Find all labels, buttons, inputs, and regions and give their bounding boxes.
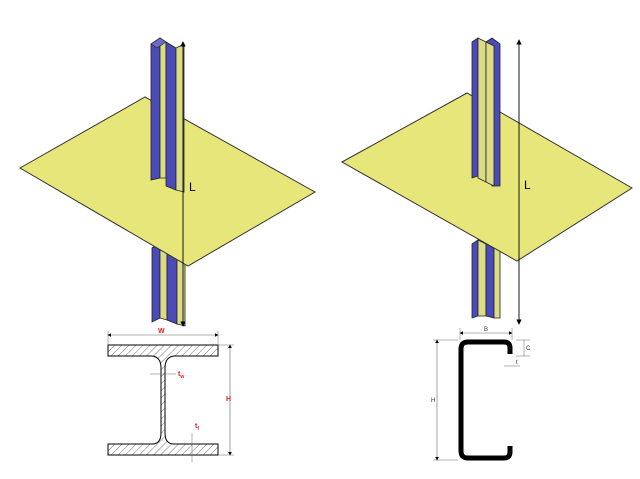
c-width-label: B <box>484 327 488 333</box>
c-thickness-label: t <box>516 360 518 366</box>
i-section: W H tw tf <box>107 328 234 462</box>
right-length-label: L <box>524 178 531 192</box>
left-column-upper <box>150 37 185 193</box>
i-height-label: H <box>226 396 231 403</box>
left-length-label: L <box>189 180 196 194</box>
right-figure: L B H C t <box>340 37 633 461</box>
i-width-label: W <box>158 328 165 335</box>
right-column-upper <box>471 37 501 187</box>
left-figure: L W H tw tf <box>18 37 317 462</box>
c-height-label: H <box>431 398 435 404</box>
i-flange-thickness-label: tf <box>195 423 199 432</box>
i-web-thickness-label: tw <box>178 371 184 380</box>
right-column-lower <box>471 239 501 319</box>
c-lip-label: C <box>526 346 531 352</box>
c-section: B H C t <box>431 327 531 461</box>
